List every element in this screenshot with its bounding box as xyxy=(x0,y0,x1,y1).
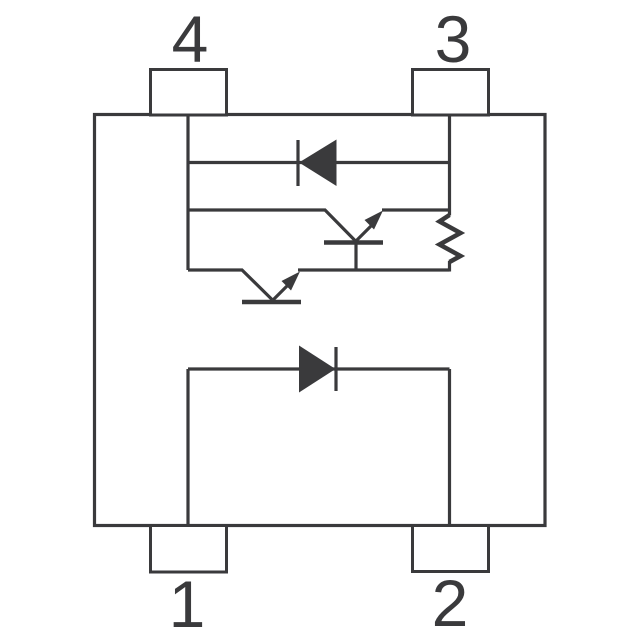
pin-pad-1 xyxy=(149,524,228,574)
wires xyxy=(186,115,452,524)
pin-pad-4 xyxy=(149,68,228,117)
input-diode-triangle xyxy=(299,345,336,393)
transistor1-emitter-wire xyxy=(354,223,374,243)
transistor1-collector-wire xyxy=(188,208,357,243)
transistor2-collector-wire xyxy=(188,268,274,302)
pin-pad-3 xyxy=(411,68,490,117)
symbol-fills xyxy=(281,139,383,393)
resistor-zigzag xyxy=(434,213,466,264)
pin-label-4: 4 xyxy=(172,2,209,76)
pin-label-1: 1 xyxy=(169,567,206,640)
pin-label-2: 2 xyxy=(432,566,469,640)
transistor2-emitter-wire xyxy=(271,282,291,302)
transistor1-emitter-arrowhead xyxy=(364,210,383,230)
pin-label-3: 3 xyxy=(435,2,472,76)
package xyxy=(92,112,547,528)
pin-pads xyxy=(149,68,490,574)
package-body-outline xyxy=(92,112,547,528)
pin-pad-2 xyxy=(411,524,490,573)
protection-diode-triangle xyxy=(299,139,337,186)
symbol-bars xyxy=(242,213,466,305)
transistor2-emitter-arrowhead xyxy=(281,271,300,291)
pin-labels: 4 3 1 2 xyxy=(169,2,472,640)
